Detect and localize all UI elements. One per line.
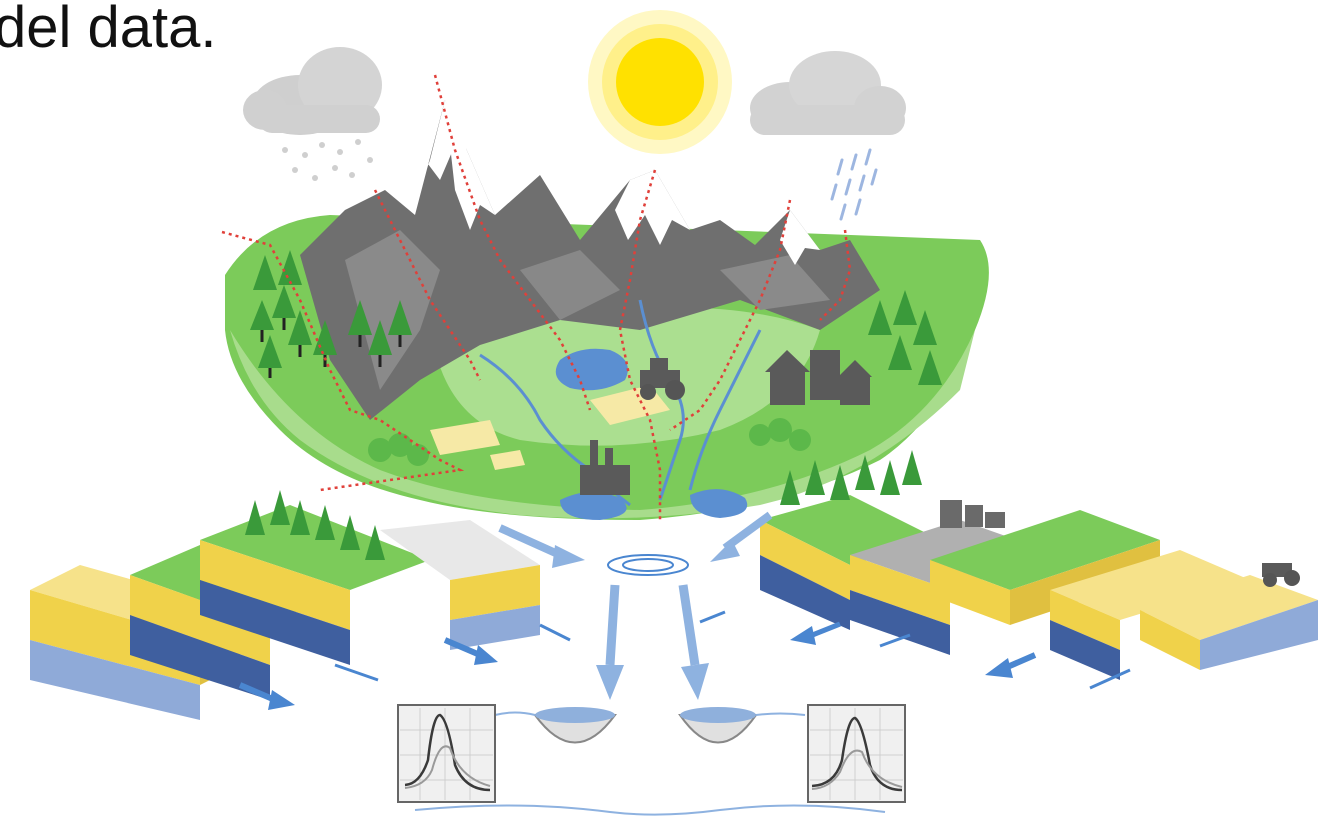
houses-icon [765,350,872,405]
outlet-ripple [607,554,689,576]
hydrograph-icon [807,704,906,803]
tractor-icon [640,358,685,400]
hydrograph-icon [397,704,496,803]
soil-blocks-right [760,450,1318,680]
cloud-rain-icon [750,51,906,221]
forest-right [868,290,942,385]
sun-icon [588,10,732,154]
tractor-icon [1262,563,1300,587]
caption-text: del data. [0,0,217,60]
catchment-landscape [221,74,989,520]
bucket-icon [678,707,758,744]
river-right [688,329,762,491]
cloud-snow-icon [243,47,382,181]
soil-blocks-left [30,490,540,720]
river-center [638,299,685,501]
flow-arrows [238,511,1131,710]
factory-icon [580,440,630,495]
bucket-icon [533,707,617,744]
lake [555,348,628,391]
